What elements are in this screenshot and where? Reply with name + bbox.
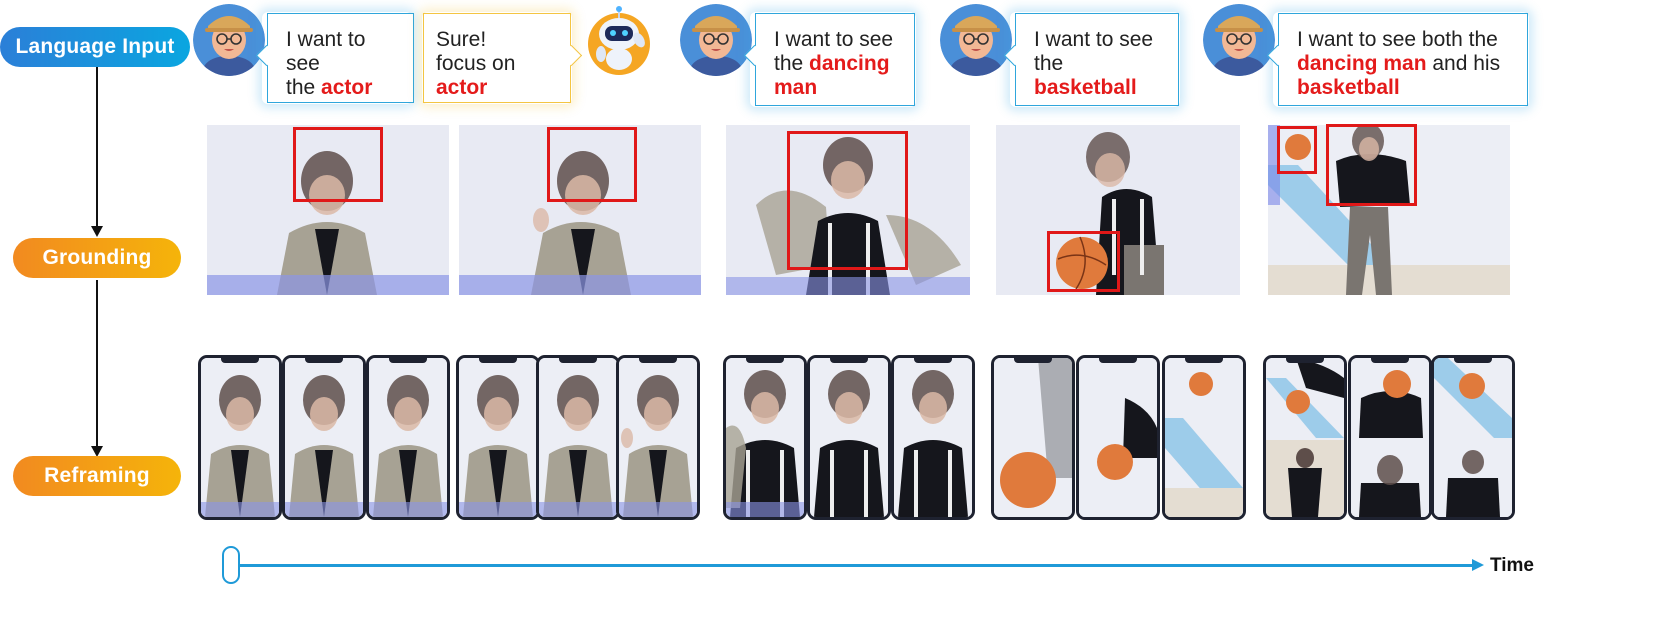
user-avatar — [680, 4, 752, 76]
bubble-text: I want to see — [286, 28, 366, 75]
bubble-text: the — [1034, 52, 1064, 75]
highlight-text: dancing — [809, 52, 890, 75]
reframed-phone-frame — [723, 355, 807, 520]
phone-notch — [389, 358, 427, 363]
video-frame — [1268, 125, 1510, 295]
bubble-text: I want to see both the — [1297, 28, 1498, 51]
user-avatar — [940, 4, 1012, 76]
reframed-phone-frame — [1348, 355, 1432, 520]
reframed-phone-frame — [1431, 355, 1515, 520]
phone-notch — [1014, 358, 1052, 363]
grounding-box — [787, 131, 908, 270]
stage-reframing: Reframing — [13, 456, 181, 496]
reframed-phone-frame — [536, 355, 620, 520]
timeline-arrowhead — [1472, 559, 1484, 571]
phone-notch — [559, 358, 597, 363]
highlight-text: basketball — [1034, 76, 1137, 99]
stage-language-input: Language Input — [0, 27, 190, 67]
phone-notch — [1371, 358, 1409, 363]
video-frame — [207, 125, 449, 295]
bubble-text: Sure! — [436, 28, 487, 51]
highlight-text: actor — [436, 76, 488, 99]
speech-bubble-user: I want to see the basketball — [1015, 13, 1179, 106]
timeline-axis — [238, 564, 1474, 567]
reframed-phone-frame — [991, 355, 1075, 520]
phone-notch — [1286, 358, 1324, 363]
speech-bubble-user: I want to see both the dancing man and h… — [1278, 13, 1528, 106]
phone-notch — [830, 358, 868, 363]
speech-bubble-user: I want to see the dancing man — [755, 13, 915, 106]
reframed-phone-frame — [616, 355, 700, 520]
grounding-box — [293, 127, 383, 202]
video-frame — [996, 125, 1240, 295]
bubble-text: the — [286, 76, 322, 99]
phone-notch — [746, 358, 784, 363]
reframed-phone-frame — [1263, 355, 1347, 520]
video-frame — [726, 125, 970, 295]
reframed-phone-frame — [891, 355, 975, 520]
phone-notch — [1185, 358, 1223, 363]
phone-notch — [479, 358, 517, 363]
video-frame — [459, 125, 701, 295]
highlight-text: man — [774, 76, 818, 99]
arrowhead — [91, 446, 103, 457]
grounding-box — [1326, 124, 1417, 206]
reframed-phone-frame — [366, 355, 450, 520]
phone-notch — [305, 358, 343, 363]
bubble-text: the — [774, 52, 810, 75]
speech-bubble-assistant: Sure! focus on actor — [423, 13, 571, 103]
robot-avatar — [583, 4, 655, 76]
highlight-text: actor — [321, 76, 373, 99]
highlight-text: dancing man — [1297, 52, 1427, 75]
reframed-phone-frame — [198, 355, 282, 520]
bubble-text: I want to see — [1034, 28, 1154, 51]
flow-arrow — [96, 67, 98, 227]
reframed-phone-frame — [456, 355, 540, 520]
phone-notch — [639, 358, 677, 363]
bubble-text: I want to see — [774, 28, 894, 51]
reframed-phone-frame — [282, 355, 366, 520]
phone-notch — [221, 358, 259, 363]
reframed-phone-frame — [1076, 355, 1160, 520]
phone-notch — [1454, 358, 1492, 363]
grounding-box — [1277, 126, 1317, 174]
bubble-text: and his — [1426, 52, 1501, 75]
bubble-text: focus on — [436, 52, 516, 75]
grounding-box — [1047, 231, 1120, 292]
reframed-phone-frame — [807, 355, 891, 520]
arrowhead — [91, 226, 103, 237]
speech-bubble-user: I want to see the actor — [267, 13, 414, 103]
phone-notch — [914, 358, 952, 363]
reframed-phone-frame — [1162, 355, 1246, 520]
stage-grounding: Grounding — [13, 238, 181, 278]
timeline-label: Time — [1490, 555, 1535, 576]
user-avatar — [1203, 4, 1275, 76]
phone-notch — [1099, 358, 1137, 363]
flow-arrow — [96, 280, 98, 447]
highlight-text: basketball — [1297, 76, 1400, 99]
grounding-box — [547, 127, 637, 202]
user-avatar — [193, 4, 265, 76]
